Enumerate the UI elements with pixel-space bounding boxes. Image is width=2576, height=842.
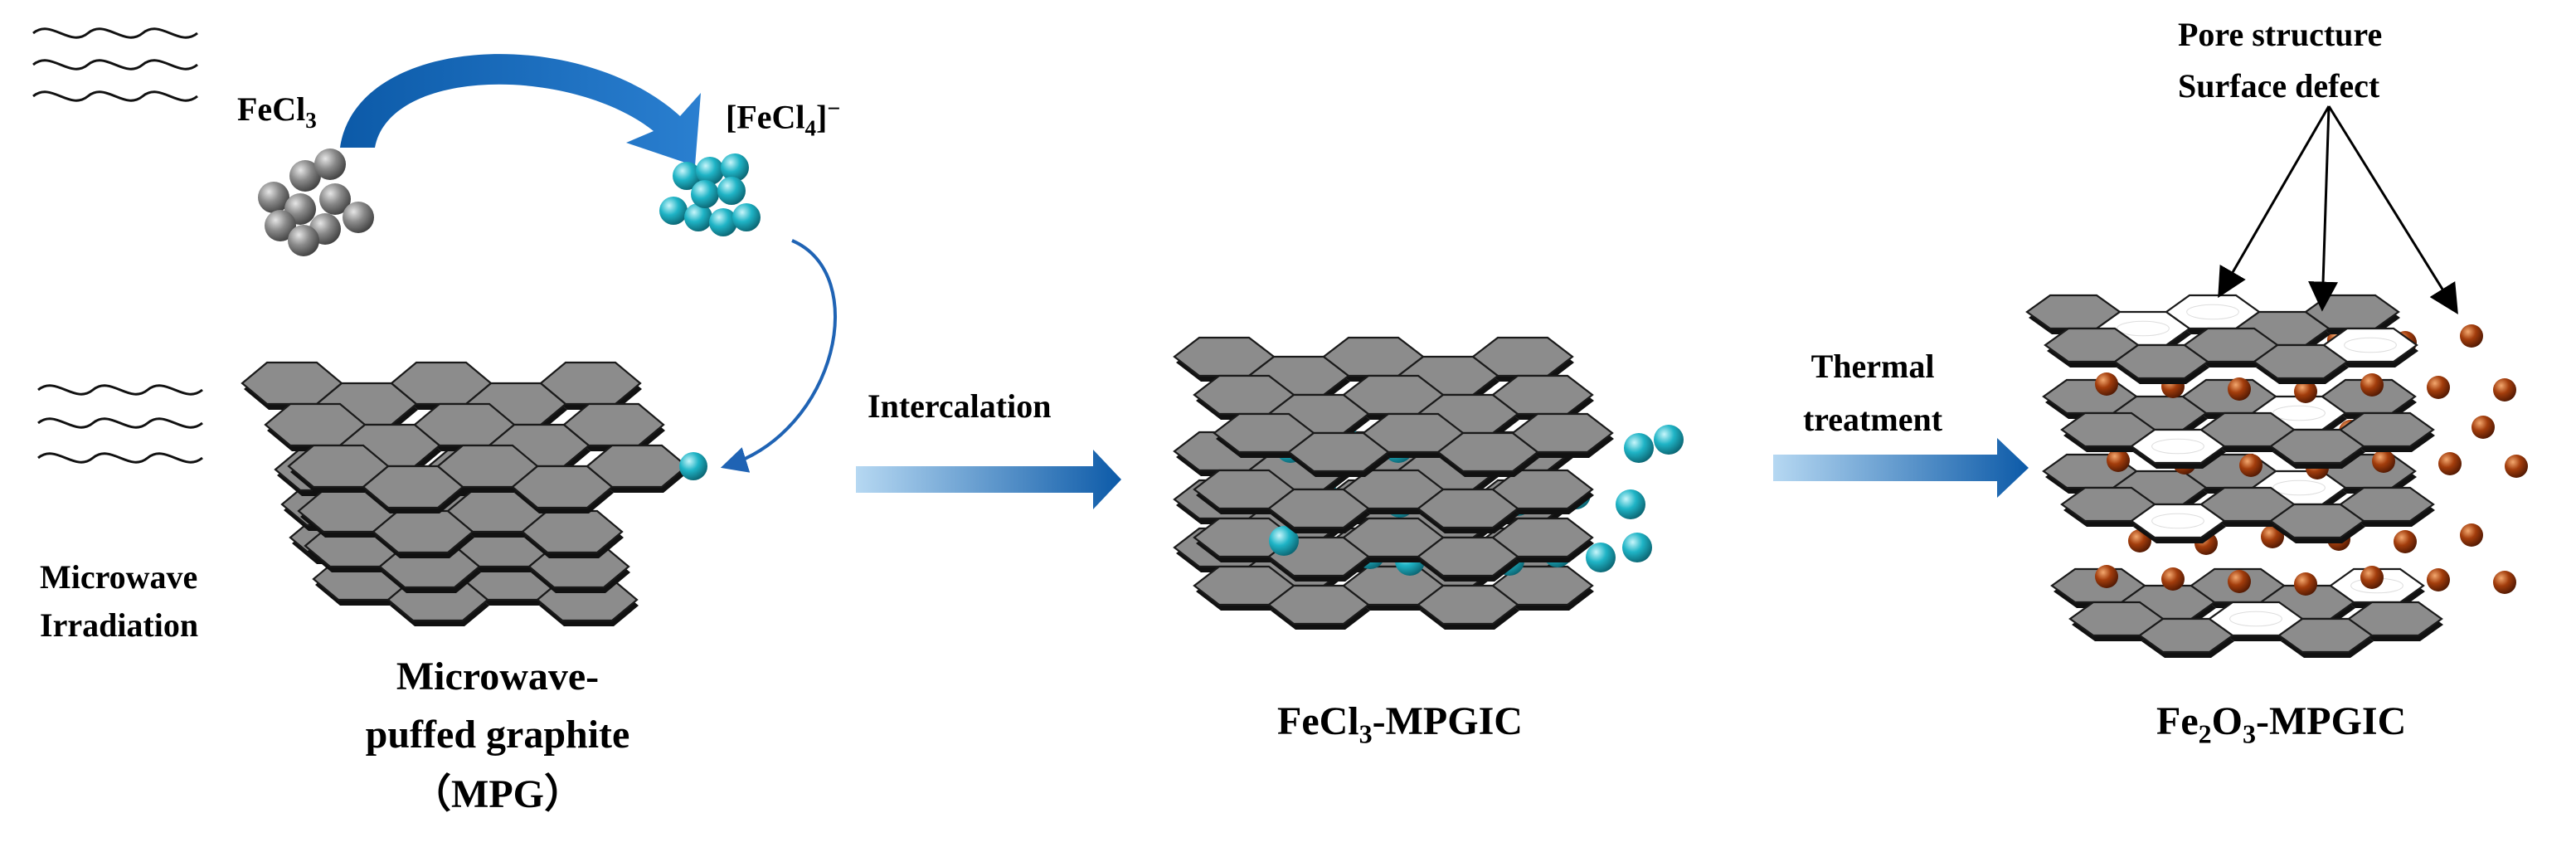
thermal-treatment-arrow [1773,438,2029,498]
fecl3-intercalant [1622,533,1652,562]
fe2o3-mpgic-stack [2025,294,2528,658]
fecl4-sphere [659,197,688,225]
fe2o3-particle [2360,373,2384,397]
defect-pointer-arrows [2218,105,2458,315]
fecl4-sphere [696,157,724,185]
fecl4-ion-cluster [659,153,761,236]
graphite-sheet-top [2025,294,2418,384]
mpg-name-line1: Microwave- [396,655,600,698]
microwave-label: Microwave [40,558,198,596]
wave-line [37,384,203,396]
fe2o3-particle [2493,571,2516,594]
fe2o3-particle [2095,565,2118,588]
fecl4-sphere [691,180,719,208]
fe2o3-particle [2294,572,2317,596]
fe2o3-particle [2360,566,2384,589]
graphite-sheet [2042,378,2435,469]
wave-line [32,59,198,71]
fe2o3-particle [2472,416,2495,439]
fe2o3-particle [2228,377,2251,401]
fe2o3-particle [2228,570,2251,593]
fecl3-cluster [258,148,374,256]
fe2o3-particle [2460,523,2483,547]
treatment-label: treatment [1802,401,1943,438]
fecl3-sphere [258,182,289,213]
fecl3-intercalant [1624,433,1654,463]
surface-defect-label: Surface defect [2178,67,2380,105]
mpg-name-line3: （MPG） [411,772,584,816]
fe2o3-particle [2095,372,2118,396]
fecl3-label: FeCl3 [237,90,317,133]
fecl3-intercalant [1654,425,1684,455]
fecl3-mpgic-label: FeCl3-MPGIC [1277,699,1523,749]
fecl4-sphere [679,452,707,480]
irradiation-label: Irradiation [40,606,199,644]
fecl4-sphere [709,208,737,236]
graphite-sheet [2050,567,2443,658]
fecl3-sphere [319,183,351,215]
fecl4-sphere [721,153,749,182]
graphite-sheet-top [1173,336,1614,477]
wave-line [37,452,203,464]
intercalation-label: Intercalation [868,387,1052,425]
intercalation-curve-arrow [720,239,838,473]
mpg-name-line2: puffed graphite [365,713,630,757]
fecl4-ion-label: [FeCl4]− [726,96,841,141]
fe2o3-particle [2372,450,2395,473]
fecl4-sphere [732,203,761,231]
fecl4-sphere [717,177,746,205]
fecl4-sphere [673,162,701,190]
fecl3-sphere [289,160,321,192]
graphite-sheet-top [241,361,688,513]
fe2o3-particle [2505,455,2528,478]
fecl3-intercalant [1586,543,1616,572]
fe2o3-particle [2161,567,2185,591]
fecl3-intercalant [1616,489,1645,519]
fecl3-mpgic-stack [1173,336,1684,630]
pore-structure-label: Pore structure [2178,16,2383,53]
thermal-label: Thermal [1810,348,1935,385]
fecl4-sphere [684,203,712,231]
microwave-waves-icon [32,27,203,464]
conversion-arrow [340,54,701,167]
fe2o3-particle [2294,380,2317,403]
fecl3-intercalant [1269,526,1299,556]
wave-line [32,90,198,102]
wave-line [32,27,198,39]
fe2o3-mpgic-label: Fe2O3-MPGIC [2156,699,2407,749]
fe2o3-particle [2239,454,2263,477]
mpg-graphite-stack [241,361,707,626]
fecl3-sphere [314,148,346,180]
fe2o3-particle [2427,376,2450,399]
fe2o3-particle [2460,324,2483,348]
fecl3-sphere [265,210,296,241]
fe2o3-particle [2107,449,2130,472]
wave-line [37,417,203,429]
fecl3-sphere [288,225,319,256]
fe2o3-particle [2493,378,2516,402]
fe2o3-particle [2438,452,2462,475]
fe2o3-particle [2394,530,2417,553]
fecl3-sphere [343,202,374,233]
fe2o3-particle [2427,568,2450,591]
intercalation-arrow [856,450,1121,509]
